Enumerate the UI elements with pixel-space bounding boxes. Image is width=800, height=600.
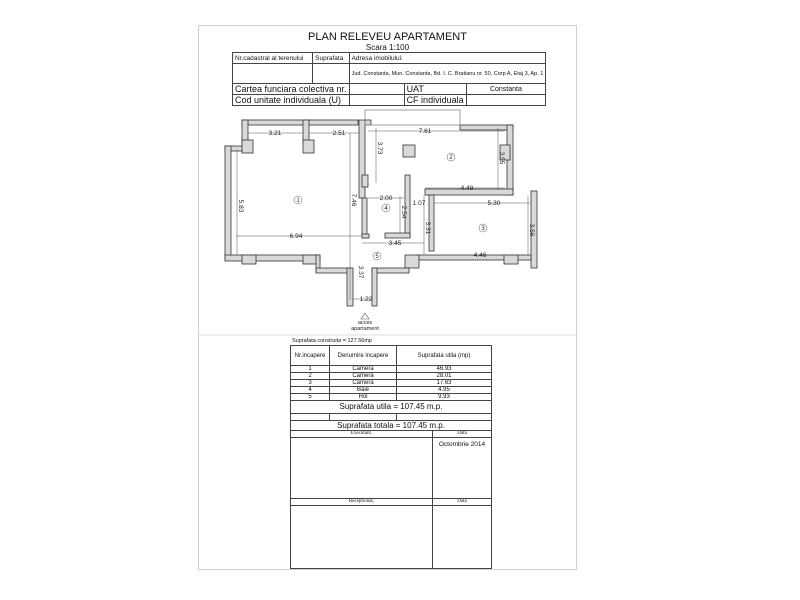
dim-label: 3.55 [498,152,505,165]
dim-label: 3.21 [269,130,282,137]
cell: 46.93 [396,365,492,373]
cf-individuala-label: CF individuala [403,94,467,106]
dim-label: 4.48 [461,185,474,192]
data-label: Data [432,430,492,438]
dim-label: 3.31 [424,222,431,235]
dim-label: 1.22 [360,296,373,303]
scale-label: Scara 1:100 [365,43,410,52]
cell: 4 [290,386,330,394]
cell: Hol [329,393,397,401]
dim-label: 4.46 [474,252,487,259]
col-header: Denumire incapere [329,345,397,366]
cell: 1 [290,365,330,373]
dim-label: 3.73 [376,142,383,155]
rooms-table: Nr.incapere Denumire incapere Suprafata … [290,345,492,569]
cell: 4.95 [396,386,492,394]
room-number: 2 [449,155,453,161]
room-number: 1 [296,198,300,204]
cod-unitate-label: Cod unitate individuala (U) [232,94,350,106]
page-title: PLAN RELEVEU APARTAMENT [308,31,467,43]
cell: 3 [290,379,330,387]
receptionat-label: Receptionat, [290,498,433,506]
room-numbers: 1 2 3 4 5 [293,152,488,261]
suprafata-totala: Suprafata totala = 107.45 m.p. [290,420,492,431]
dimension-labels: 3.21 2.51 7.61 4.48 2.00 1.07 5.30 6.94 … [237,128,535,303]
dim-label: 2.00 [380,195,393,202]
dim-label: 5.30 [488,200,501,207]
executant-label: Executant, [290,430,433,438]
cell: 9.93 [396,393,492,401]
dim-label: 7.61 [419,128,432,135]
access-label: acces [358,320,373,326]
cell: Camera [329,379,397,387]
room-number: 4 [384,206,388,212]
dim-label: 7.46 [350,194,357,207]
room-number: 5 [375,254,379,260]
col-header: Suprafata utila (mp) [396,345,492,366]
dim-label: 1.07 [413,200,426,207]
suprafata-construita: Suprafata construita = 127.56mp [292,338,372,344]
cell: Camera [329,372,397,380]
access-label: apartament [351,326,379,332]
cell: 17.63 [396,379,492,387]
cell: Baie [329,386,397,394]
dimension-lines [236,128,530,300]
document-sheet [198,25,577,570]
data-value: Octombrie 2014 [432,437,492,499]
cell: Camera [329,365,397,373]
header-table: Nr.cadastral al terenului Suprafata Adre… [231,52,547,106]
dim-label: 6.94 [290,233,303,240]
suprafata-utila: Suprafata utila = 107.45 m.p. [290,400,492,414]
col-header: Nr.incapere [290,345,330,366]
dim-label: 5.83 [237,200,244,213]
entrance-arrow-icon [360,312,370,320]
dim-label: 2.51 [333,130,346,137]
data-label: Data [432,498,492,506]
dim-label: 3.45 [389,240,402,247]
balcony [364,109,461,126]
dim-label: 2.54 [400,206,407,219]
room-number: 3 [481,226,485,232]
dim-label: 3.56 [528,224,535,237]
column [402,144,416,158]
cell: 5 [290,393,330,401]
dim-label: 3.37 [357,266,364,279]
cell: 28.01 [396,372,492,380]
walls [224,119,538,307]
cell: 2 [290,372,330,380]
